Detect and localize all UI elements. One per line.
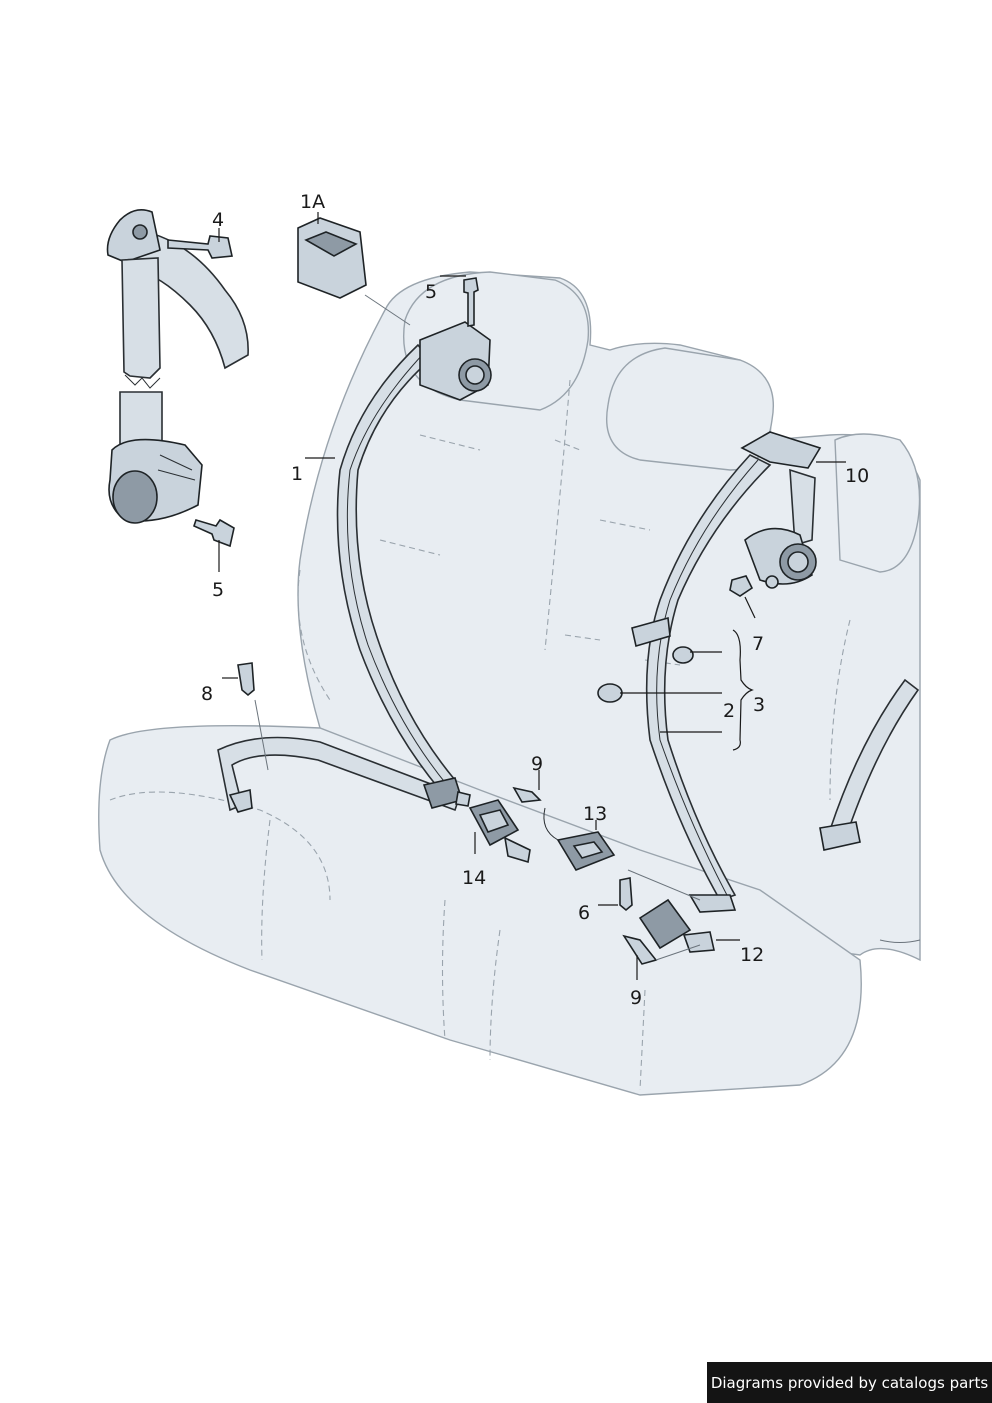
cover-1a	[297, 217, 411, 326]
callout-9-mid: 9	[531, 753, 543, 775]
callout-5-top: 5	[425, 281, 437, 303]
rear-seat-bench	[98, 271, 921, 1096]
callout-2: 2	[723, 700, 735, 722]
leader-lines	[218, 212, 846, 980]
callout-13: 13	[583, 803, 607, 825]
callout-10: 10	[845, 465, 869, 487]
footer-attribution: Diagrams provided by catalogs parts	[707, 1362, 992, 1403]
buckle-13	[512, 786, 616, 871]
callout-7: 7	[752, 633, 764, 655]
callout-14: 14	[462, 867, 486, 889]
callout-5-left: 5	[212, 579, 224, 601]
center-seat-belt	[597, 431, 822, 913]
right-outer-belt	[819, 678, 921, 943]
callout-9-bottom: 9	[630, 987, 642, 1009]
callout-1: 1	[291, 463, 303, 485]
callout-labels: 1A 4 5 5 1 10 7 2 3 8 9 13 14 6 12 9	[201, 191, 869, 1009]
callout-8: 8	[201, 683, 213, 705]
buckle-14	[468, 799, 531, 864]
callout-6: 6	[578, 902, 590, 924]
footer-text: Diagrams provided by catalogs parts	[710, 1373, 989, 1392]
spare-retractor-assembly	[106, 209, 249, 548]
callout-12: 12	[740, 944, 764, 966]
buckle-12	[619, 869, 715, 965]
callout-1a: 1A	[300, 191, 325, 213]
left-seat-belt	[217, 277, 492, 813]
callout-4: 4	[212, 209, 224, 231]
callout-3: 3	[753, 694, 765, 716]
